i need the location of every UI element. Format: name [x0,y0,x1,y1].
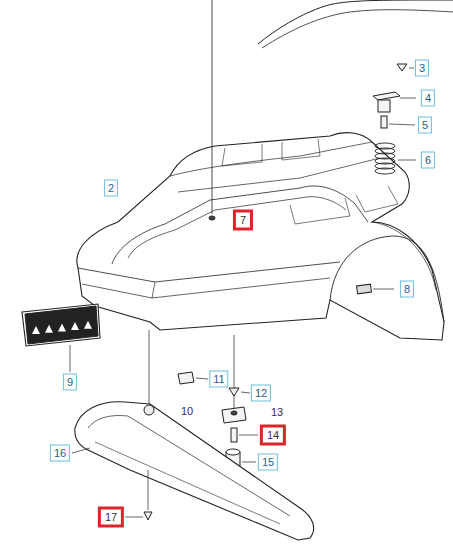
callout-number: 13 [267,404,287,421]
callout-number: 14 [260,425,286,446]
callout-number: 6 [421,152,435,169]
callout-number: 8 [400,281,414,298]
callout-number: 3 [415,60,429,77]
callout-number: 15 [258,454,278,471]
callout-number: 2 [104,180,118,197]
callout-number: 10 [177,403,197,420]
callout-number: 11 [209,371,228,388]
callout-number: 4 [421,90,435,107]
callout-number: 5 [418,117,432,134]
callout-number: 16 [50,445,70,462]
callout-number: 17 [98,507,124,528]
callout-number: 7 [233,210,253,231]
callout-number: 9 [63,374,77,391]
callout-number: 12 [251,385,271,402]
